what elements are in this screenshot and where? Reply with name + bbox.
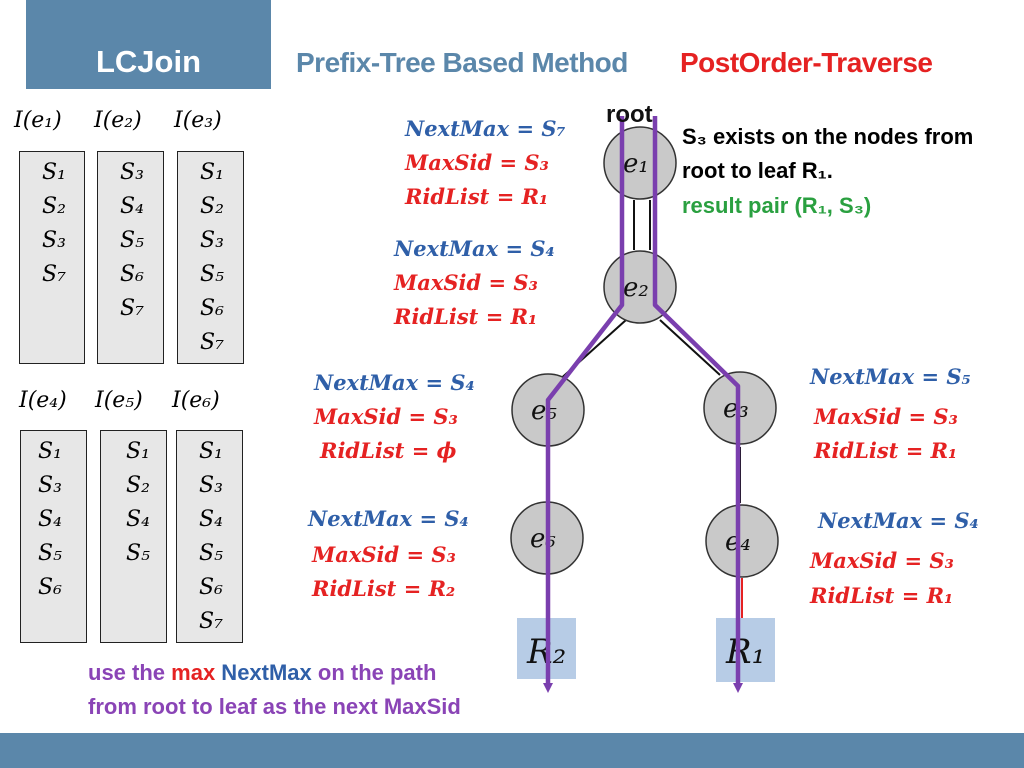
e4-next-max: NextMax = S₄ — [818, 508, 979, 533]
node-label-e1: e₁ — [623, 149, 649, 179]
list-item: S₆ — [120, 262, 144, 287]
list-item: S₁ — [126, 439, 150, 464]
inverted-list-e5: S₁ S₂ S₄ S₅ — [100, 430, 167, 643]
note-text: on the path — [311, 660, 437, 685]
e4-rid-list: RidList = R₁ — [810, 583, 954, 608]
list-item: S₃ — [199, 473, 223, 498]
footer-bar — [0, 733, 1024, 768]
slide-title: LCJoin — [95, 44, 202, 79]
note-text: use the — [88, 660, 172, 685]
list-item: S₆ — [38, 575, 62, 600]
subtitle-traverse: PostOrder-Traverse — [680, 47, 933, 78]
list-item: S₄ — [199, 507, 223, 532]
list-item: S₅ — [199, 541, 223, 566]
list-item: S₄ — [126, 507, 150, 532]
e1-next-max: NextMax = S₇ — [405, 116, 566, 141]
e1-max-sid: MaxSid = S₃ — [405, 150, 549, 175]
list-item: S₇ — [42, 262, 66, 287]
inverted-list-e1: S₁ S₂ S₃ S₇ — [19, 151, 85, 364]
list-item: S₁ — [38, 439, 62, 464]
list-label-e2: I(e₂) — [94, 108, 142, 133]
node-label-e2: e₂ — [623, 273, 649, 303]
note-line-2: from root to leaf as the next MaxSid — [88, 694, 461, 719]
list-item: S₇ — [120, 296, 144, 321]
inverted-list-e2: S₃ S₄ S₅ S₆ S₇ — [97, 151, 164, 364]
list-label-e3: I(e₃) — [174, 108, 222, 133]
inverted-list-e6: S₁ S₃ S₄ S₅ S₆ S₇ — [176, 430, 243, 643]
list-item: S₇ — [199, 609, 223, 634]
list-item: S₂ — [200, 194, 224, 219]
note-line-1: use the max NextMax on the path — [88, 660, 436, 686]
list-item: S₃ — [38, 473, 62, 498]
list-label-e1: I(e₁) — [14, 108, 62, 133]
list-item: S₅ — [126, 541, 150, 566]
inverted-list-e3: S₁ S₂ S₃ S₅ S₆ S₇ — [177, 151, 244, 364]
list-item: S₅ — [120, 228, 144, 253]
list-item: S₃ — [120, 160, 144, 185]
e2-rid-list: RidList = R₁ — [394, 304, 538, 329]
traversal-path-r1 — [652, 116, 743, 693]
e2-max-sid: MaxSid = S₃ — [394, 270, 538, 295]
list-item: S₃ — [200, 228, 224, 253]
e3-next-max: NextMax = S₅ — [810, 364, 971, 389]
e6-next-max: NextMax = S₄ — [308, 506, 469, 531]
traversal-path-r2 — [543, 116, 625, 693]
list-label-e4: I(e₄) — [19, 388, 67, 413]
edge-e2-e3 — [659, 319, 721, 376]
list-label-e5: I(e₅) — [95, 388, 143, 413]
root-label: root — [606, 101, 653, 128]
node-label-e5: e₅ — [531, 396, 557, 426]
e2-next-max: NextMax = S₄ — [394, 236, 555, 261]
list-item: S₄ — [120, 194, 144, 219]
leaf-label-r1: R₁ — [725, 632, 765, 672]
list-item: S₂ — [126, 473, 150, 498]
list-item: S₅ — [200, 262, 224, 287]
list-item: S₃ — [42, 228, 66, 253]
e3-rid-list: RidList = R₁ — [814, 438, 958, 463]
list-item: S₇ — [200, 330, 224, 355]
list-item: S₁ — [200, 160, 224, 185]
list-item: S₆ — [200, 296, 224, 321]
leaf-box-r1 — [716, 618, 775, 682]
note-highlight-max: max — [171, 660, 216, 685]
note-highlight-nextmax: NextMax — [215, 660, 312, 685]
e3-max-sid: MaxSid = S₃ — [814, 404, 958, 429]
list-item: S₆ — [199, 575, 223, 600]
exists-line-1: S₃ exists on the nodes from — [682, 124, 974, 149]
list-item: S₂ — [42, 194, 66, 219]
result-pair: result pair (R₁, S₃) — [682, 193, 872, 218]
e5-rid-list: RidList = ϕ — [320, 438, 457, 463]
list-item: S₁ — [199, 439, 223, 464]
node-label-e6: e₆ — [530, 524, 556, 554]
node-e4 — [705, 504, 779, 578]
e6-max-sid: MaxSid = S₃ — [312, 542, 456, 567]
e4-max-sid: MaxSid = S₃ — [810, 548, 954, 573]
list-item: S₅ — [38, 541, 62, 566]
e1-rid-list: RidList = R₁ — [405, 184, 549, 209]
inverted-list-e4: S₁ S₃ S₄ S₅ S₆ — [20, 430, 87, 643]
e5-next-max: NextMax = S₄ — [314, 370, 475, 395]
list-item: S₁ — [42, 160, 66, 185]
list-item: S₄ — [38, 507, 62, 532]
e6-rid-list: RidList = R₂ — [312, 576, 456, 601]
title-banner: LCJoin — [26, 0, 271, 89]
e5-max-sid: MaxSid = S₃ — [314, 404, 458, 429]
subtitle-method: Prefix-Tree Based Method — [296, 47, 628, 78]
exists-line-2: root to leaf R₁. — [682, 158, 833, 183]
list-label-e6: I(e₆) — [172, 388, 220, 413]
